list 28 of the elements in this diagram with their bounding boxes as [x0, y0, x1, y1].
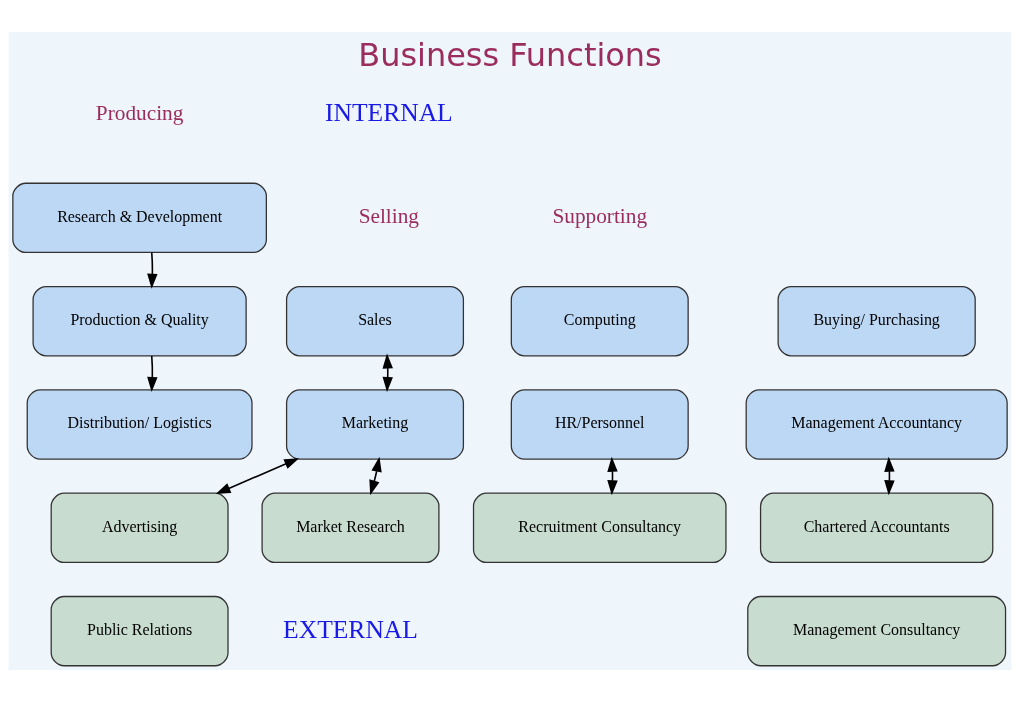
node-box: Distribution/ Logistics [26, 389, 253, 460]
node-box: Chartered Accountants [759, 492, 994, 564]
arrow [147, 355, 158, 392]
node-box: HR/Personnel [510, 389, 689, 460]
arrow [215, 458, 300, 495]
node-box: Public Relations [50, 595, 229, 667]
node-box: Market Research [261, 492, 440, 564]
label: Selling [358, 204, 420, 229]
node-box: Buying/ Purchasing [777, 285, 976, 357]
node-box: Management Consultancy [747, 595, 1007, 667]
node-box: Marketing [285, 389, 465, 460]
arrow [369, 456, 382, 496]
label: INTERNAL [324, 98, 453, 128]
arrow [607, 456, 618, 496]
node-box: Research & Development [12, 182, 267, 254]
arrow [884, 456, 895, 496]
node-box: Management Accountancy [745, 389, 1008, 460]
node-box: Computing [510, 285, 689, 357]
label: Producing [95, 100, 184, 125]
node-box: Recruitment Consultancy [472, 492, 727, 564]
node-box: Sales [285, 285, 465, 357]
label: Supporting [552, 204, 648, 229]
diagram-title: Business Functions [358, 36, 662, 75]
node-box: Advertising [50, 492, 229, 564]
arrow [147, 251, 158, 289]
node-box: Production & Quality [32, 285, 247, 357]
label: EXTERNAL [283, 614, 418, 644]
arrow [382, 353, 393, 392]
